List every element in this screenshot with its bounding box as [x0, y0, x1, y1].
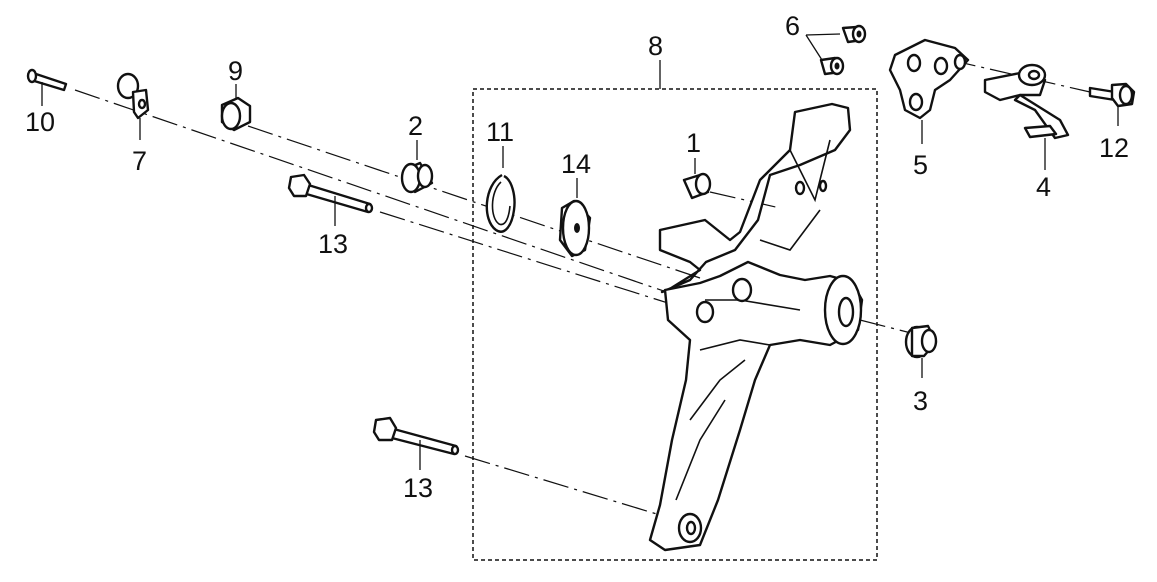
bolt-12-face: [1118, 84, 1134, 106]
leader-6b: [805, 34, 823, 61]
bracket-pivot-upper: [731, 277, 753, 303]
part-11-snap-ring: [485, 173, 516, 233]
callout-8: 8: [648, 31, 663, 61]
callout-2: 2: [408, 111, 423, 141]
bushing-3-end: [920, 328, 938, 354]
bracket-top-hole-2: [818, 179, 828, 193]
bolt-13b-head: [372, 416, 398, 442]
bushing-6a-hole: [856, 30, 862, 38]
bracket-rib-2: [699, 339, 771, 351]
bracket-rib-4: [675, 399, 726, 501]
snap-ring-inner: [491, 181, 511, 226]
bolt-13b-shank: [386, 426, 458, 456]
bolt-13a-head: [287, 173, 312, 198]
callout-13-lower: 13: [403, 473, 433, 503]
bracket-top-hole: [794, 180, 806, 196]
callout-7: 7: [132, 146, 147, 176]
bracket-rib-3: [689, 359, 746, 421]
callouts: 1 2 3 4 5 6 7 8 9 10 11 12 13 13 14: [25, 11, 1129, 503]
link-plate-hole-2: [933, 56, 949, 76]
part-1-spacer: [682, 172, 712, 200]
leader-6a: [805, 33, 841, 36]
callout-13-upper: 13: [318, 229, 348, 259]
part-3-bushing: [904, 324, 938, 359]
washer-hole: [574, 223, 580, 233]
center-lines: [74, 59, 1091, 516]
nut-face: [220, 101, 242, 131]
callout-3: 3: [913, 386, 928, 416]
part-9-nut: [220, 96, 252, 132]
part-5-link-plate: [888, 38, 970, 120]
centerline-right: [859, 319, 916, 335]
part-7-clip: [116, 72, 150, 120]
part-10-pin: [26, 68, 68, 92]
part-14-washer: [558, 199, 592, 258]
bracket-rib-5: [789, 139, 831, 203]
callout-1: 1: [686, 128, 701, 158]
bracket-boss-hole: [837, 296, 855, 328]
bolt-13a-tip: [364, 202, 374, 214]
bracket-rib-6: [759, 209, 821, 251]
callout-11: 11: [486, 117, 514, 147]
link-plate-body: [888, 38, 970, 120]
centerline-spacer-1: [709, 191, 781, 209]
callout-9: 9: [228, 56, 243, 86]
bracket-body: [658, 102, 852, 294]
pin-head: [26, 68, 38, 84]
callout-4: 4: [1036, 172, 1051, 202]
centerline-top-right: [949, 59, 1091, 93]
centerline-bottom: [464, 455, 661, 516]
part-4-lever: [983, 63, 1070, 170]
centerline-lower: [74, 89, 691, 301]
lever-arm: [1013, 93, 1070, 140]
link-plate-hole-1: [906, 53, 922, 73]
callout-5: 5: [913, 150, 928, 180]
part-6-bushings: [819, 24, 867, 76]
part-12-bolt: [1088, 82, 1136, 108]
bushing-end: [416, 163, 434, 189]
bolt-13a-shank: [301, 182, 372, 214]
bolt-13b-tip: [450, 444, 460, 456]
callout-10: 10: [25, 107, 55, 137]
bracket-eye-bottom-hole: [685, 520, 697, 536]
main-bracket: [648, 102, 864, 552]
bushing-6b-hole: [834, 62, 840, 70]
part-13-bolt-upper: [287, 173, 374, 214]
callout-14: 14: [561, 149, 591, 179]
callout-6: 6: [785, 11, 800, 41]
centerline-upper: [247, 125, 701, 279]
centerline-middle: [379, 211, 691, 311]
lever-eye-hole: [1027, 69, 1041, 81]
bracket-pivot-left: [695, 300, 715, 324]
part-13-bolt-lower: [372, 416, 460, 456]
part-2-bushing: [400, 161, 434, 194]
spacer-end: [694, 172, 712, 196]
clip-hole: [137, 98, 147, 110]
link-plate-hole-3: [908, 92, 924, 112]
link-plate-hole-4: [953, 53, 967, 71]
lever-pin: [1023, 124, 1058, 139]
callout-12: 12: [1099, 133, 1129, 163]
